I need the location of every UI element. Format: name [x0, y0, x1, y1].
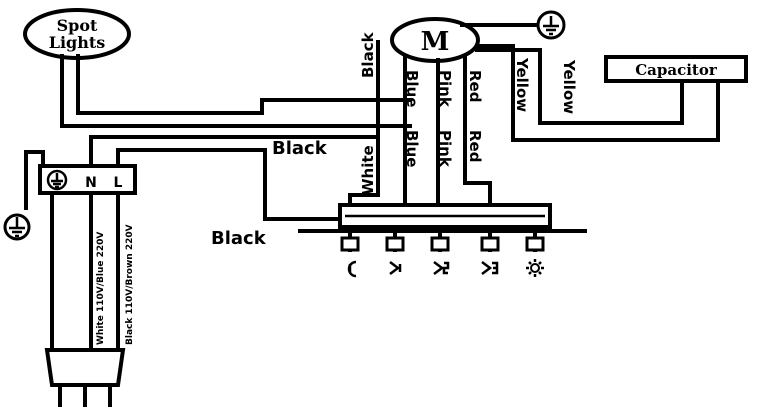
label-red-top: Red	[466, 70, 484, 102]
spot-lights: Spot Lights	[23, 8, 131, 60]
wire-labels: Black Black Black White Blue Blue Pink P…	[211, 31, 578, 249]
motor-ground	[460, 10, 566, 40]
label-pink-top: Pink	[436, 70, 454, 108]
switch-knobs	[340, 229, 545, 252]
motor: M	[390, 17, 480, 63]
spot-lights-label-line1: Spot	[57, 16, 98, 35]
light-icon	[526, 259, 544, 277]
spot-lights-label-line2: Lights	[49, 33, 106, 52]
motor-label: M	[421, 27, 450, 57]
label-black-mid: Black	[272, 138, 328, 159]
label-blue-top: Blue	[403, 70, 421, 107]
label-pink-bottom: Pink	[436, 130, 454, 168]
spot-light-wires	[60, 54, 412, 128]
label-yellow-left: Yellow	[513, 57, 531, 112]
label-black-lower: Black	[211, 228, 267, 249]
label-white: White	[359, 145, 377, 195]
capacitor-label: Capacitor	[635, 61, 718, 79]
cable-label-left: White 110V/Blue 220V	[96, 232, 106, 345]
label-yellow-right: Yellow	[560, 59, 578, 114]
terminal-l-label: L	[114, 175, 123, 191]
supply-wires	[89, 135, 380, 221]
earth-ground-icon	[3, 213, 31, 241]
terminal-block: N L	[24, 150, 137, 210]
motor-lead-wires	[348, 40, 492, 212]
speed-3-icon	[481, 261, 499, 275]
capacitor: Capacitor	[475, 44, 748, 142]
speed-1-icon	[389, 261, 402, 275]
terminal-n-label: N	[85, 175, 97, 191]
power-icon	[347, 260, 357, 278]
power-cable: White 110V/Blue 220V Black 110V/Brown 22…	[44, 191, 135, 407]
speed-2-icon	[433, 261, 450, 275]
switch-panel	[298, 203, 587, 278]
label-black-vertical: Black	[359, 31, 377, 78]
label-blue-bottom: Blue	[403, 130, 421, 167]
label-red-bottom: Red	[466, 130, 484, 162]
cable-label-right: Black 110V/Brown 220V	[125, 224, 135, 345]
